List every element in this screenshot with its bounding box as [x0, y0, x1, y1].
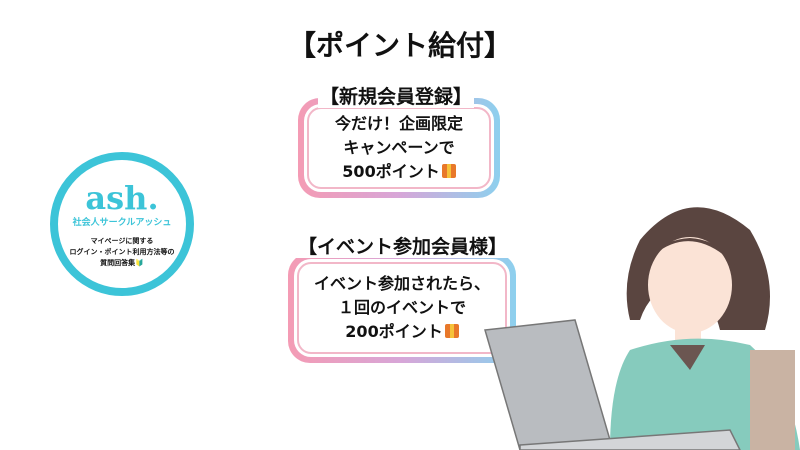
ash-logo: ash. 社会人サークルアッシュ マイページに関する ログイン・ポイント利用方法… — [50, 152, 194, 296]
page-title: 【ポイント給付】 — [287, 29, 512, 62]
box-line: イベント参加されたら、 — [313, 274, 490, 293]
box-line: 200ポイント — [345, 322, 443, 341]
logo-desc-line: マイページに関する — [90, 237, 154, 245]
logo-subtitle: 社会人サークルアッシュ — [72, 218, 172, 228]
woman-laptop-illustration — [484, 207, 800, 450]
new-member-heading: 【新規会員登録】 — [318, 86, 475, 108]
box-line: 今だけ！企画限定 — [334, 114, 463, 133]
logo-desc-line: 質問回答集🔰 — [100, 259, 144, 267]
event-member-box: イベント参加されたら、 １回のイベントで 200ポイント — [288, 253, 516, 363]
box-line: １回のイベントで — [337, 298, 466, 317]
gift-icon — [441, 164, 456, 178]
box-line: 500ポイント — [342, 162, 440, 181]
logo-desc-line: ログイン・ポイント利用方法等の — [69, 248, 175, 256]
event-member-heading: 【イベント参加会員様】 — [296, 236, 510, 258]
box-line: キャンペーンで — [343, 138, 455, 157]
gift-icon — [444, 324, 459, 338]
logo-description: マイページに関する ログイン・ポイント利用方法等の 質問回答集🔰 — [58, 236, 186, 269]
new-member-box: 今だけ！企画限定 キャンペーンで 500ポイント — [298, 98, 500, 198]
logo-brand: ash. — [85, 179, 159, 217]
